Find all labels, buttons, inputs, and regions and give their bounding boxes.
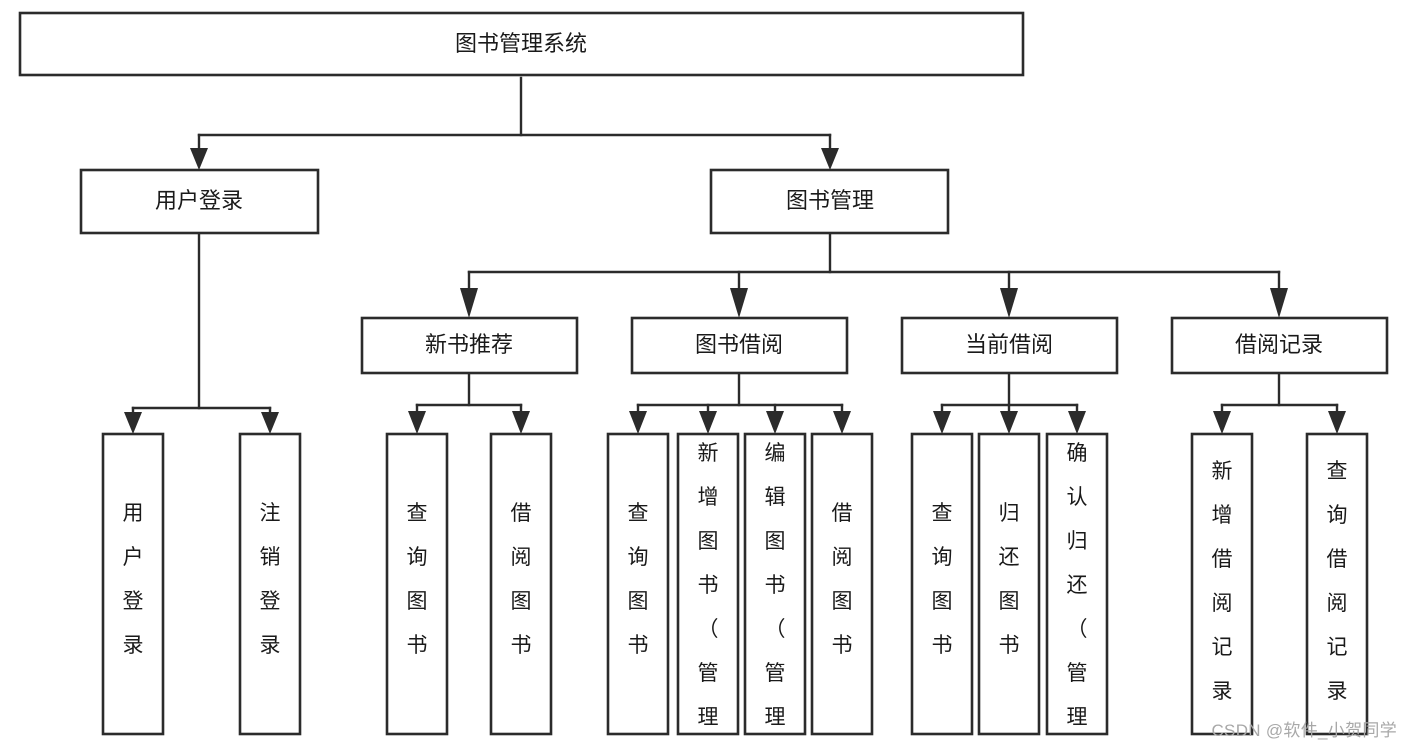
arrow-to-leaf-edit-book	[766, 411, 784, 434]
csdn-watermark: CSDN @软件_小贺同学	[1211, 721, 1397, 740]
node-leaf-return-book[interactable]: 归还图书	[977, 432, 1041, 736]
node-book-borrow[interactable]: 图书借阅	[630, 316, 849, 375]
node-borrow-record-box[interactable]	[1170, 316, 1389, 375]
node-current-borrow[interactable]: 当前借阅	[900, 316, 1119, 375]
arrow-to-leaf-add-record	[1213, 411, 1231, 434]
node-leaf-query-book-3-label: 查询图书	[932, 502, 953, 657]
node-leaf-user-logout-box[interactable]	[238, 432, 302, 736]
node-leaf-query-book-3[interactable]: 查询图书	[910, 432, 974, 736]
node-root[interactable]: 图书管理系统	[18, 11, 1025, 77]
arrow-to-book-management	[821, 148, 839, 170]
node-book-borrow-box[interactable]	[630, 316, 849, 375]
node-leaf-add-record-label: 新增借阅记录	[1212, 460, 1233, 703]
connector-layer	[124, 76, 1346, 434]
node-leaf-query-book-1[interactable]: 查询图书	[385, 432, 449, 736]
node-user-login-box[interactable]	[79, 168, 320, 235]
node-leaf-edit-book-box[interactable]	[743, 432, 807, 736]
node-leaf-add-book-label: 新增图书（管理员）	[698, 442, 719, 747]
arrow-to-leaf-query-book-2	[629, 411, 647, 434]
node-leaf-user-login-label: 用户登录	[123, 502, 144, 657]
node-leaf-user-logout-label: 注销登录	[260, 502, 281, 657]
node-root-box[interactable]	[18, 11, 1025, 77]
node-leaf-query-book-2-label: 查询图书	[628, 502, 649, 657]
node-leaf-user-login-box[interactable]	[101, 432, 165, 736]
arrow-to-leaf-user-login	[124, 412, 142, 434]
node-leaf-borrow-book-2[interactable]: 借阅图书	[810, 432, 874, 736]
node-leaf-add-book[interactable]: 新增图书（管理员）	[676, 432, 740, 747]
node-leaf-query-record[interactable]: 查询借阅记录	[1305, 432, 1369, 736]
node-user-login[interactable]: 用户登录	[79, 168, 320, 235]
node-leaf-add-book-box[interactable]	[676, 432, 740, 736]
arrow-to-leaf-query-book-3	[933, 411, 951, 434]
node-leaf-confirm-return[interactable]: 确认归还（管理员）	[1045, 432, 1109, 747]
arrow-to-leaf-query-book-1	[408, 411, 426, 434]
node-leaf-query-book-3-box[interactable]	[910, 432, 974, 736]
arrow-to-book-borrow	[730, 288, 748, 318]
node-borrow-record-label: 借阅记录	[1235, 332, 1323, 357]
node-leaf-query-book-1-box[interactable]	[385, 432, 449, 736]
arrow-to-leaf-query-record	[1328, 411, 1346, 434]
node-leaf-query-record-box[interactable]	[1305, 432, 1369, 736]
node-leaf-user-login[interactable]: 用户登录	[101, 432, 165, 736]
arrow-to-user-login	[190, 148, 208, 170]
node-new-book-recommend-box[interactable]	[360, 316, 579, 375]
node-leaf-borrow-book-2-box[interactable]	[810, 432, 874, 736]
node-leaf-edit-book-label: 编辑图书（管理员）	[765, 442, 786, 747]
node-leaf-user-logout[interactable]: 注销登录	[238, 432, 302, 736]
node-leaf-borrow-book-1-label: 借阅图书	[511, 502, 532, 657]
node-leaf-return-book-box[interactable]	[977, 432, 1041, 736]
node-leaf-borrow-book-2-label: 借阅图书	[832, 502, 853, 657]
node-book-management-label: 图书管理	[786, 188, 874, 213]
node-leaf-edit-book[interactable]: 编辑图书（管理员）	[743, 432, 807, 747]
node-current-borrow-label: 当前借阅	[965, 332, 1053, 357]
node-leaf-borrow-book-1-box[interactable]	[489, 432, 553, 736]
arrow-to-borrow-record	[1270, 288, 1288, 318]
node-book-management[interactable]: 图书管理	[709, 168, 950, 235]
node-leaf-add-record-box[interactable]	[1190, 432, 1254, 736]
node-new-book-recommend-label: 新书推荐	[425, 332, 513, 357]
arrow-to-leaf-borrow-book-2	[833, 411, 851, 434]
arrow-to-new-book-recommend	[460, 288, 478, 318]
arrow-to-leaf-user-logout	[261, 412, 279, 434]
arrow-to-current-borrow	[1000, 288, 1018, 318]
node-root-label: 图书管理系统	[455, 31, 587, 56]
node-current-borrow-box[interactable]	[900, 316, 1119, 375]
node-borrow-record[interactable]: 借阅记录	[1170, 316, 1389, 375]
node-user-login-label: 用户登录	[155, 188, 243, 213]
arrow-to-leaf-confirm-return	[1068, 411, 1086, 434]
node-leaf-confirm-return-label: 确认归还（管理员）	[1067, 442, 1088, 747]
node-leaf-query-record-label: 查询借阅记录	[1327, 460, 1348, 703]
arrow-to-leaf-add-book	[699, 411, 717, 434]
node-book-borrow-label: 图书借阅	[695, 332, 783, 357]
arrow-to-leaf-borrow-book-1	[512, 411, 530, 434]
node-leaf-confirm-return-box[interactable]	[1045, 432, 1109, 736]
arrow-to-leaf-return-book	[1000, 411, 1018, 434]
node-leaf-return-book-label: 归还图书	[999, 502, 1020, 657]
node-leaf-query-book-1-label: 查询图书	[407, 502, 428, 657]
node-leaf-add-record[interactable]: 新增借阅记录	[1190, 432, 1254, 736]
node-new-book-recommend[interactable]: 新书推荐	[360, 316, 579, 375]
node-leaf-query-book-2[interactable]: 查询图书	[606, 432, 670, 736]
node-book-management-box[interactable]	[709, 168, 950, 235]
node-leaf-query-book-2-box[interactable]	[606, 432, 670, 736]
node-leaf-borrow-book-1[interactable]: 借阅图书	[489, 432, 553, 736]
